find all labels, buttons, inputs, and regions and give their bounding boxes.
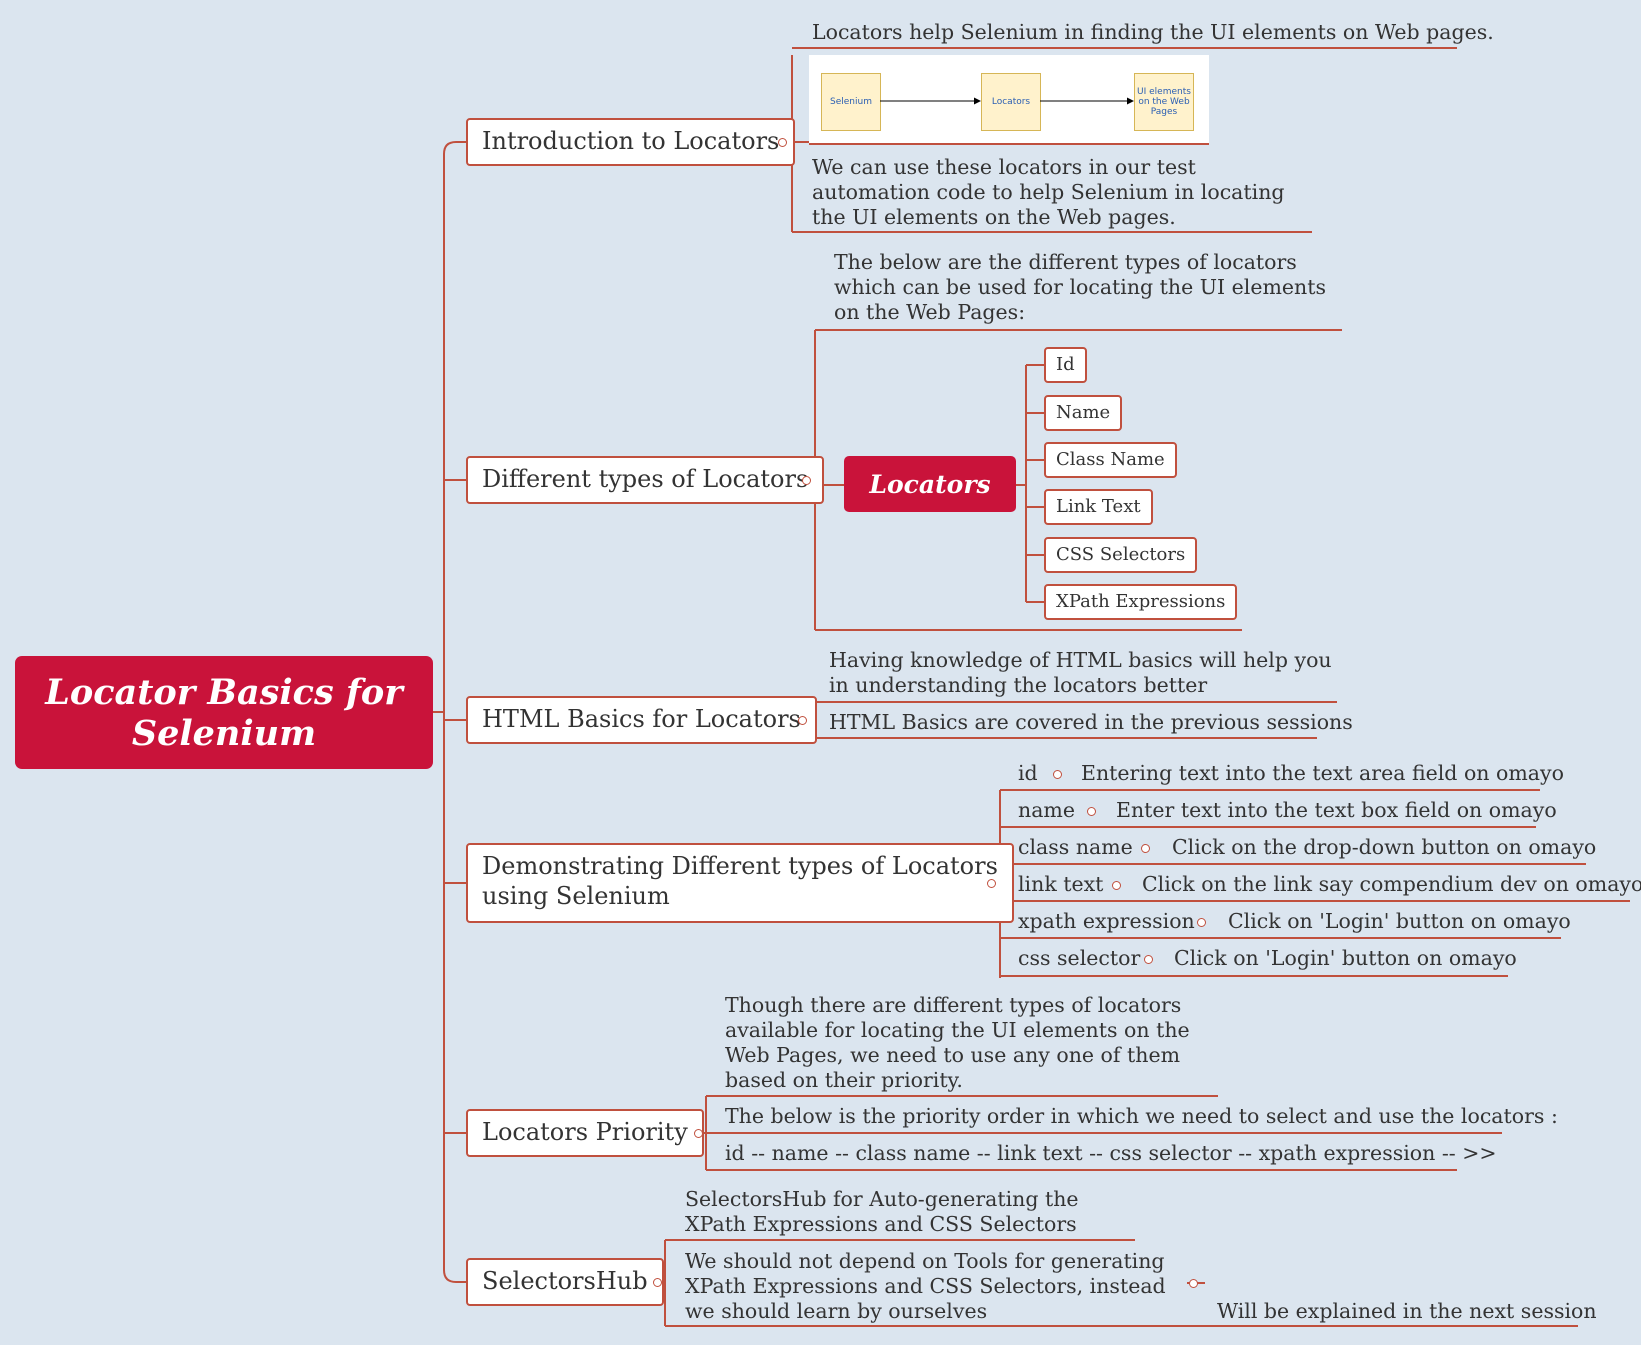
selectorshub-note-3: Will be explained in the next session xyxy=(1217,1299,1597,1323)
topic-different-types-label: Different types of Locators xyxy=(482,465,809,493)
demo-row-name-desc: Enter text into the text box field on om… xyxy=(1116,798,1557,822)
root-topic[interactable]: Locator Basics for Selenium xyxy=(15,656,433,769)
priority-note-1: Though there are different types of loca… xyxy=(725,993,1190,1092)
flow-box-selenium: Selenium xyxy=(821,73,881,131)
demo-row-class-name-desc: Click on the drop-down button on omayo xyxy=(1172,835,1597,859)
demo-row-xpath-desc: Click on 'Login' button on omayo xyxy=(1228,909,1571,933)
collapse-knob-icon[interactable] xyxy=(1053,770,1062,779)
locator-type-class-name[interactable]: Class Name xyxy=(1044,442,1177,478)
topic-demonstrating[interactable]: Demonstrating Different types of Locator… xyxy=(466,843,1014,923)
demo-row-link-text-label: link text xyxy=(1018,872,1104,896)
topic-introduction[interactable]: Introduction to Locators xyxy=(466,118,796,166)
collapse-knob-icon[interactable] xyxy=(778,138,787,147)
intro-flow-image: Selenium Locators UI elements on the Web… xyxy=(809,55,1209,145)
intro-note-2: We can use these locators in our test au… xyxy=(812,155,1285,229)
selectorshub-note-2: We should not depend on Tools for genera… xyxy=(685,1249,1166,1323)
types-note: The below are the different types of loc… xyxy=(834,250,1327,324)
priority-note-3: id -- name -- class name -- link text --… xyxy=(725,1141,1497,1165)
topic-different-types[interactable]: Different types of Locators xyxy=(466,456,825,504)
topic-locators-priority-label: Locators Priority xyxy=(482,1118,688,1146)
collapse-knob-icon[interactable] xyxy=(987,879,996,888)
topic-demonstrating-line1: Demonstrating Different types of Locator… xyxy=(482,852,998,880)
collapse-knob-icon[interactable] xyxy=(1189,1279,1198,1288)
html-note-2: HTML Basics are covered in the previous … xyxy=(829,710,1353,734)
intro-note-1: Locators help Selenium in finding the UI… xyxy=(812,20,1494,44)
locator-type-css-selectors[interactable]: CSS Selectors xyxy=(1044,537,1198,573)
locator-type-xpath-expressions[interactable]: XPath Expressions xyxy=(1044,584,1238,620)
locator-type-name[interactable]: Name xyxy=(1044,395,1123,431)
collapse-knob-icon[interactable] xyxy=(1112,881,1121,890)
flow-box-ui-elements: UI elements on the Web Pages xyxy=(1134,73,1194,131)
collapse-knob-icon[interactable] xyxy=(1087,807,1096,816)
collapse-knob-icon[interactable] xyxy=(1197,918,1206,927)
topic-introduction-label: Introduction to Locators xyxy=(482,127,780,155)
demo-row-link-text-desc: Click on the link say compendium dev on … xyxy=(1142,872,1641,896)
topic-html-basics[interactable]: HTML Basics for Locators xyxy=(466,696,817,744)
demo-row-css-desc: Click on 'Login' button on omayo xyxy=(1174,946,1517,970)
demo-row-id-desc: Entering text into the text area field o… xyxy=(1081,761,1564,785)
demo-row-css-label: css selector xyxy=(1018,946,1141,970)
topic-selectorshub[interactable]: SelectorsHub xyxy=(466,1258,664,1306)
collapse-knob-icon[interactable] xyxy=(1141,844,1150,853)
collapse-knob-icon[interactable] xyxy=(802,476,811,485)
demo-row-id-label: id xyxy=(1018,761,1038,785)
locators-hub[interactable]: Locators xyxy=(844,456,1016,512)
collapse-knob-icon[interactable] xyxy=(1144,955,1153,964)
priority-note-2: The below is the priority order in which… xyxy=(725,1104,1558,1128)
root-title-line2: Selenium xyxy=(131,712,317,754)
demo-row-xpath-label: xpath expression xyxy=(1018,909,1195,933)
root-title-line1: Locator Basics for xyxy=(45,671,403,713)
collapse-knob-icon[interactable] xyxy=(798,716,807,725)
locator-type-id[interactable]: Id xyxy=(1044,347,1087,383)
topic-locators-priority[interactable]: Locators Priority xyxy=(466,1109,704,1157)
demo-row-class-name-label: class name xyxy=(1018,835,1133,859)
topic-selectorshub-label: SelectorsHub xyxy=(482,1267,648,1295)
flow-arrows xyxy=(880,97,1134,105)
demo-row-name-label: name xyxy=(1018,798,1075,822)
selectorshub-note-1: SelectorsHub for Auto-generating the XPa… xyxy=(685,1187,1079,1236)
flow-box-locators: Locators xyxy=(981,73,1041,131)
html-note-1: Having knowledge of HTML basics will hel… xyxy=(829,648,1332,697)
topic-demonstrating-line2: using Selenium xyxy=(482,882,670,910)
topic-html-basics-label: HTML Basics for Locators xyxy=(482,705,801,733)
collapse-knob-icon[interactable] xyxy=(653,1278,662,1287)
locator-type-link-text[interactable]: Link Text xyxy=(1044,489,1153,525)
collapse-knob-icon[interactable] xyxy=(694,1129,703,1138)
